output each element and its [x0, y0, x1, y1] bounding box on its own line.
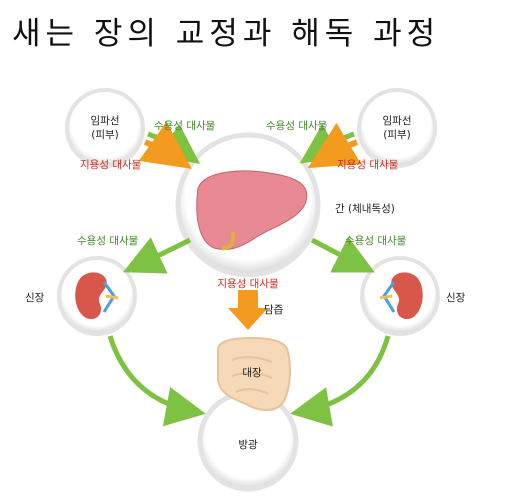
label-top-left-green: 수용성 대사물 — [154, 120, 216, 132]
labels: 임파선 (피부) 임파선 (피부) 수용성 대사물 수용성 대사물 지용성 대사… — [25, 114, 466, 451]
colon-illustration — [217, 336, 291, 411]
lymph-left-label-line2: (피부) — [91, 129, 119, 141]
liver-label: 간 (체내독성) — [335, 203, 395, 215]
kidney-left-label: 신장 — [25, 292, 45, 304]
bile-label: 담즙 — [264, 304, 284, 316]
arrow-liver-to-kidney-left — [122, 237, 192, 274]
arrow-kidney-right-to-bladder — [290, 335, 391, 427]
lymph-right-label-line1: 임파선 — [383, 114, 412, 127]
arrow-liver-to-colon — [228, 290, 268, 330]
lymph-left-circle — [65, 88, 145, 168]
colon-label: 대장 — [242, 367, 262, 379]
arrow-lymph-right-to-liver-orange — [307, 122, 362, 169]
label-mid-left-green: 수용성 대사물 — [77, 235, 139, 247]
label-top-right-orange: 지용성 대사물 — [337, 159, 399, 171]
liver-illustration — [196, 170, 308, 251]
lymph-right-circle — [357, 88, 437, 168]
arrow-liver-to-kidney-right — [310, 236, 375, 273]
kidney-right-label: 신장 — [446, 292, 466, 304]
page-title: 새는 장의 교정과 해독 과정 — [12, 16, 441, 52]
bladder-label: 방광 — [238, 439, 258, 451]
label-top-right-green: 수용성 대사물 — [266, 120, 328, 132]
label-center-orange: 지용성 대사물 — [217, 278, 279, 290]
label-top-left-orange: 지용성 대사물 — [80, 159, 142, 171]
lymph-right-label-line2: (피부) — [383, 129, 411, 141]
lymph-left-label-line1: 임파선 — [91, 114, 120, 127]
arrows — [107, 121, 391, 427]
arrow-lymph-left-to-liver-orange — [138, 121, 192, 169]
arrow-kidney-left-to-bladder — [107, 335, 206, 427]
label-mid-right-green: 수용성 대사물 — [345, 235, 407, 247]
kidney-left-illustration — [75, 272, 119, 320]
kidney-right-illustration — [379, 272, 423, 320]
